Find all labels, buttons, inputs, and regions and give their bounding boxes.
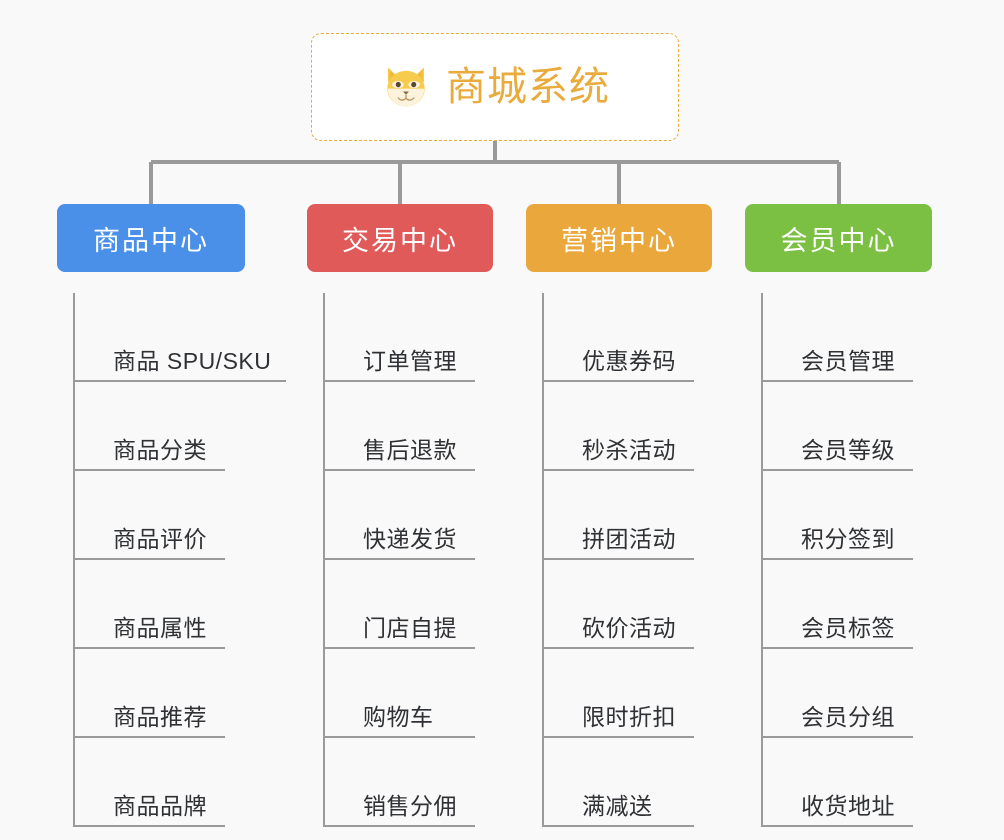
leaf-item[interactable]: 秒杀活动 <box>544 382 712 471</box>
branch-node-label: 商品中心 <box>93 225 209 256</box>
leaf-list: 订单管理售后退款快递发货门店自提购物车销售分佣 <box>323 293 493 827</box>
leaf-item[interactable]: 会员标签 <box>763 560 932 649</box>
root-node[interactable]: 商城系统 <box>311 33 679 141</box>
leaf-item-label: 收货地址 <box>801 793 895 819</box>
leaf-underline <box>544 647 694 649</box>
leaf-item-label: 商品品牌 <box>113 793 207 819</box>
leaf-underline <box>75 647 225 649</box>
leaf-item-label: 售后退款 <box>363 437 457 463</box>
root-title: 商城系统 <box>446 65 610 109</box>
leaf-item-label: 砍价活动 <box>582 615 676 641</box>
branch-node-1[interactable]: 商品中心 <box>57 204 245 272</box>
leaf-underline <box>75 736 225 738</box>
leaf-item-label: 门店自提 <box>363 615 457 641</box>
branch-node-2[interactable]: 交易中心 <box>307 204 493 272</box>
leaf-underline <box>325 647 475 649</box>
branch-column: 会员中心会员管理会员等级积分签到会员标签会员分组收货地址 <box>745 204 932 827</box>
leaf-underline <box>544 558 694 560</box>
leaf-item[interactable]: 商品品牌 <box>75 738 245 827</box>
leaf-item[interactable]: 拼团活动 <box>544 471 712 560</box>
leaf-underline <box>763 825 913 827</box>
leaf-underline <box>75 825 225 827</box>
leaf-item-label: 积分签到 <box>801 526 895 552</box>
branch-column: 交易中心订单管理售后退款快递发货门店自提购物车销售分佣 <box>307 204 493 827</box>
leaf-item-label: 会员等级 <box>801 437 895 463</box>
leaf-list: 会员管理会员等级积分签到会员标签会员分组收货地址 <box>761 293 932 827</box>
leaf-item[interactable]: 商品评价 <box>75 471 245 560</box>
leaf-item[interactable]: 会员管理 <box>763 293 932 382</box>
leaf-item-label: 购物车 <box>363 704 434 730</box>
branch-column: 商品中心商品 SPU/SKU 商品分类商品评价商品属性商品推荐商品品牌 <box>57 204 286 827</box>
leaf-item-label: 商品评价 <box>113 526 207 552</box>
leaf-item-label: 订单管理 <box>363 348 457 374</box>
leaf-item[interactable]: 门店自提 <box>325 560 493 649</box>
leaf-item-label: 商品分类 <box>113 437 207 463</box>
leaf-item[interactable]: 售后退款 <box>325 382 493 471</box>
leaf-item[interactable]: 商品 SPU/SKU <box>75 293 286 382</box>
leaf-item[interactable]: 商品属性 <box>75 560 245 649</box>
leaf-item-label: 满减送 <box>582 793 653 819</box>
leaf-item-label: 限时折扣 <box>582 704 676 730</box>
leaf-underline <box>325 469 475 471</box>
leaf-underline <box>325 736 475 738</box>
leaf-underline <box>325 825 475 827</box>
leaf-item[interactable]: 满减送 <box>544 738 712 827</box>
leaf-underline <box>75 469 225 471</box>
branch-node-label: 会员中心 <box>780 225 897 256</box>
leaf-item-label: 销售分佣 <box>363 793 457 819</box>
leaf-underline <box>75 558 225 560</box>
leaf-item[interactable]: 砍价活动 <box>544 560 712 649</box>
branch-column: 营销中心优惠券码秒杀活动拼团活动砍价活动限时折扣满减送 <box>526 204 712 827</box>
leaf-underline <box>763 380 913 382</box>
leaf-item[interactable]: 商品分类 <box>75 382 245 471</box>
leaf-item[interactable]: 积分签到 <box>763 471 932 560</box>
leaf-item-label: 会员管理 <box>801 348 895 374</box>
branch-node-label: 交易中心 <box>342 225 458 256</box>
leaf-underline <box>544 736 694 738</box>
leaf-item[interactable]: 优惠券码 <box>544 293 712 382</box>
leaf-item[interactable]: 销售分佣 <box>325 738 493 827</box>
leaf-underline <box>544 825 694 827</box>
leaf-list: 优惠券码秒杀活动拼团活动砍价活动限时折扣满减送 <box>542 293 712 827</box>
leaf-item-label: 会员分组 <box>801 704 895 730</box>
leaf-item[interactable]: 订单管理 <box>325 293 493 382</box>
leaf-item[interactable]: 购物车 <box>325 649 493 738</box>
branch-node-label: 营销中心 <box>561 225 677 256</box>
leaf-underline <box>325 380 475 382</box>
leaf-underline <box>763 469 913 471</box>
branch-node-4[interactable]: 会员中心 <box>745 204 932 272</box>
leaf-item[interactable]: 商品推荐 <box>75 649 245 738</box>
leaf-underline <box>544 380 694 382</box>
leaf-underline <box>544 469 694 471</box>
shiba-dog-face-icon <box>387 67 425 107</box>
leaf-item-label: 优惠券码 <box>582 348 676 374</box>
leaf-underline <box>325 558 475 560</box>
leaf-underline <box>763 558 913 560</box>
leaf-item-label: 商品 SPU/SKU <box>113 348 272 374</box>
leaf-item[interactable]: 限时折扣 <box>544 649 712 738</box>
leaf-item[interactable]: 会员分组 <box>763 649 932 738</box>
leaf-item[interactable]: 快递发货 <box>325 471 493 560</box>
leaf-item-label: 会员标签 <box>801 615 895 641</box>
leaf-list: 商品 SPU/SKU 商品分类商品评价商品属性商品推荐商品品牌 <box>73 293 286 827</box>
leaf-item[interactable]: 收货地址 <box>763 738 932 827</box>
leaf-underline <box>763 736 913 738</box>
branch-node-3[interactable]: 营销中心 <box>526 204 712 272</box>
leaf-item-label: 快递发货 <box>363 526 457 552</box>
leaf-underline <box>763 647 913 649</box>
leaf-item-label: 秒杀活动 <box>582 437 676 463</box>
leaf-item-label: 商品推荐 <box>113 704 207 730</box>
leaf-item-label: 拼团活动 <box>582 526 676 552</box>
leaf-item-label: 商品属性 <box>113 615 207 641</box>
leaf-underline <box>75 380 286 382</box>
leaf-item[interactable]: 会员等级 <box>763 382 932 471</box>
